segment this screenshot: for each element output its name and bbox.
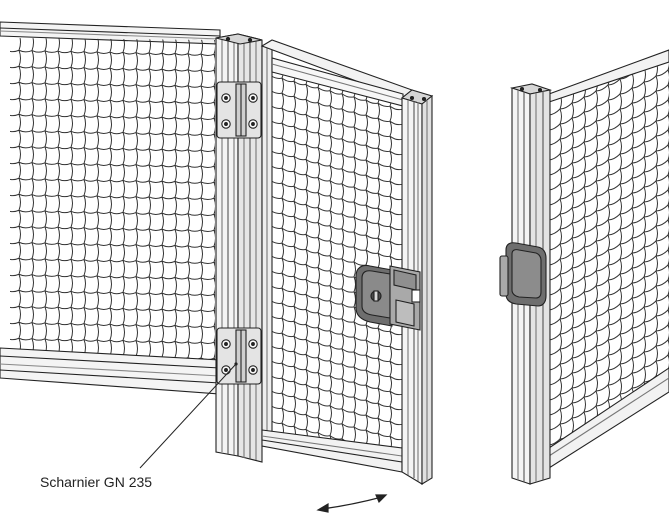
callout-label: Scharnier GN 235 [40,474,152,490]
mesh-wires [10,38,215,360]
left-wire-mesh [10,38,215,360]
upper-hinge-icon [216,81,262,139]
left-fixed-panel [0,21,221,395]
lower-hinge-icon [216,327,262,385]
callout-leader-line [139,363,237,469]
hinge-callout: Scharnier GN 235 [40,362,238,490]
latch-catch-icon [499,242,547,307]
door-leaf [260,39,434,485]
left-top-rail [0,21,221,45]
door-latch-icon [355,264,421,331]
left-bottom-rail [0,347,221,395]
swing-arrow-icon [316,494,388,513]
right-fixed-panel [499,49,669,485]
